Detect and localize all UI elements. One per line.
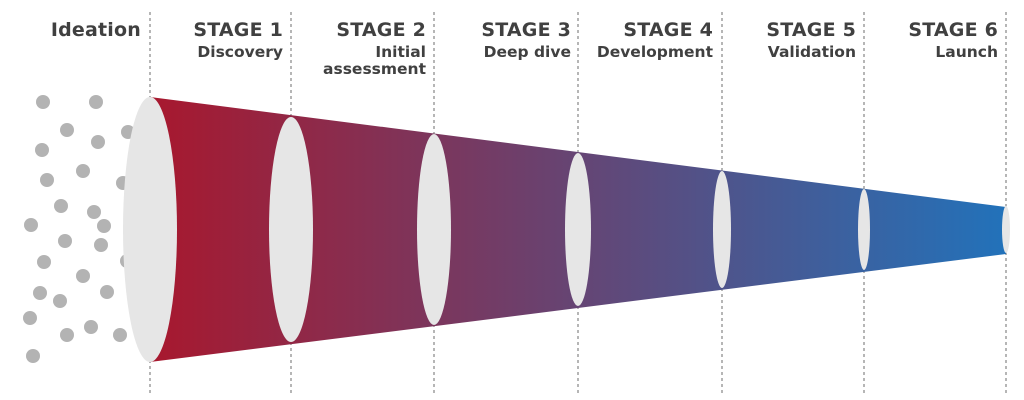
idea-dot bbox=[36, 95, 50, 109]
stage-label-stage-5: STAGE 5 Validation bbox=[750, 20, 856, 61]
idea-dots bbox=[23, 95, 135, 363]
stage-label-stage-6: STAGE 6 Launch bbox=[895, 20, 998, 61]
idea-dot bbox=[54, 199, 68, 213]
idea-dot bbox=[23, 311, 37, 325]
stage-title: STAGE 4 bbox=[623, 19, 713, 41]
idea-dot bbox=[26, 349, 40, 363]
idea-dot bbox=[76, 269, 90, 283]
idea-dot bbox=[113, 328, 127, 342]
idea-dot bbox=[94, 238, 108, 252]
stage-gate-ring bbox=[858, 189, 870, 270]
stage-gate-rings bbox=[123, 97, 1010, 362]
idea-dot bbox=[87, 205, 101, 219]
stage-subtitle: Discovery bbox=[197, 42, 283, 61]
stage-label-stage-2: STAGE 2 Initial assessment bbox=[320, 20, 426, 78]
stage-gate-ring bbox=[123, 97, 177, 362]
idea-dot bbox=[53, 294, 67, 308]
stage-gate-ring bbox=[269, 117, 313, 342]
idea-dot bbox=[97, 219, 111, 233]
idea-dot bbox=[37, 255, 51, 269]
stage-subtitle: Deep dive bbox=[483, 42, 571, 61]
stage-gate-ring bbox=[1002, 206, 1010, 253]
idea-dot bbox=[24, 218, 38, 232]
stage-subtitle: Initial assessment bbox=[323, 42, 426, 78]
stage-gate-ring bbox=[417, 134, 451, 325]
idea-dot bbox=[84, 320, 98, 334]
stage-label-ideation: Ideation bbox=[40, 20, 141, 41]
stage-title: STAGE 1 bbox=[193, 19, 283, 41]
idea-dot bbox=[60, 123, 74, 137]
stage-subtitle: Validation bbox=[767, 42, 856, 61]
idea-dot bbox=[40, 173, 54, 187]
idea-dot bbox=[60, 328, 74, 342]
idea-dot bbox=[35, 143, 49, 157]
stage-gate-ring bbox=[713, 171, 731, 288]
idea-dot bbox=[76, 164, 90, 178]
idea-dot bbox=[100, 285, 114, 299]
stage-subtitle: Development bbox=[596, 42, 713, 61]
stage-title: STAGE 3 bbox=[481, 19, 571, 41]
stage-title: STAGE 6 bbox=[908, 19, 998, 41]
idea-dot bbox=[91, 135, 105, 149]
idea-dot bbox=[33, 286, 47, 300]
stage-gate-ring bbox=[565, 153, 591, 306]
stage-label-stage-3: STAGE 3 Deep dive bbox=[465, 20, 571, 61]
stage-label-stage-4: STAGE 4 Development bbox=[595, 20, 713, 61]
stage-title: STAGE 5 bbox=[766, 19, 856, 41]
stage-subtitle: Launch bbox=[935, 42, 998, 61]
idea-dot bbox=[58, 234, 72, 248]
stage-title: Ideation bbox=[50, 19, 141, 41]
idea-dot bbox=[89, 95, 103, 109]
stage-label-stage-1: STAGE 1 Discovery bbox=[180, 20, 283, 61]
stage-title: STAGE 2 bbox=[336, 19, 426, 41]
